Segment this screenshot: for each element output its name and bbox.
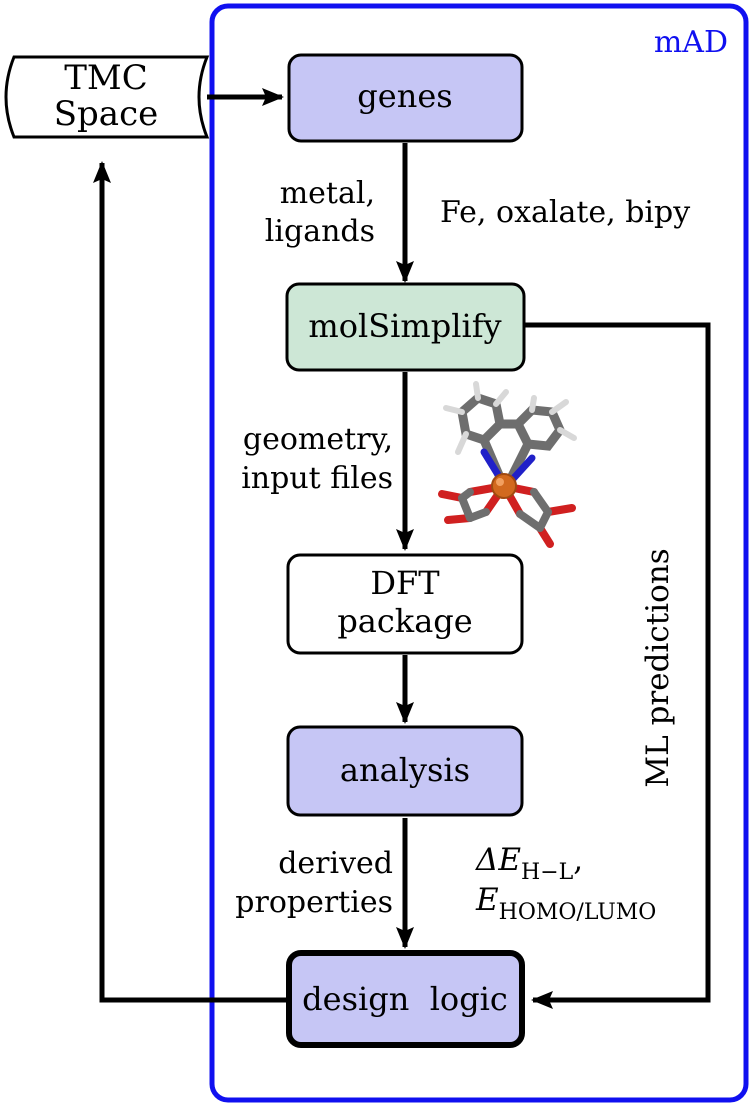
metal-ligands-label-line1: metal, <box>280 176 375 211</box>
derived-properties-label-line1: derived <box>278 846 393 881</box>
analysis-label: analysis <box>340 751 470 789</box>
dft-package-label-line2: package <box>337 602 472 640</box>
arrow-ml-predictions <box>524 322 711 1009</box>
genes-node <box>287 53 524 143</box>
homo-lumo-subscript: HOMO/LUMO <box>499 900 657 925</box>
delta-e-hl-label: ΔEH−L, <box>475 842 583 885</box>
molsimplify-node <box>285 282 526 372</box>
molsimplify-label: molSimplify <box>308 307 501 345</box>
fe-oxalate-bipy-label: Fe, oxalate, bipy <box>440 195 690 230</box>
e-homo-lumo-label: EHOMO/LUMO <box>475 882 656 925</box>
derived-properties-label-line2: properties <box>235 885 393 920</box>
dft-package-label-line1: DFT <box>370 564 440 602</box>
tmc-space-label-line1: TMC <box>64 58 148 98</box>
analysis-node <box>286 725 524 817</box>
design-logic-node <box>286 950 525 1048</box>
delta-e-symbol: ΔE <box>475 842 521 878</box>
design-logic-label: design logic <box>302 980 508 1018</box>
dft-package-node <box>286 553 524 655</box>
tmc-space-label-line2: Space <box>54 94 159 134</box>
geometry-label-line1: geometry, <box>243 422 393 457</box>
mad-frame <box>209 3 749 1103</box>
ml-predictions-label: ML predictions <box>640 548 676 787</box>
tmc-space-node <box>4 55 210 139</box>
genes-label: genes <box>357 77 452 115</box>
arrow-design-to-tmc <box>93 161 289 1003</box>
delta-e-subscript: H−L <box>521 860 574 885</box>
delta-e-suffix: , <box>573 842 583 878</box>
e-symbol: E <box>475 882 499 918</box>
metal-ligands-label-line2: ligands <box>265 214 375 249</box>
molecule-image <box>438 381 577 548</box>
frame-label: mAD <box>654 25 728 60</box>
geometry-label-line2: input files <box>241 461 393 496</box>
